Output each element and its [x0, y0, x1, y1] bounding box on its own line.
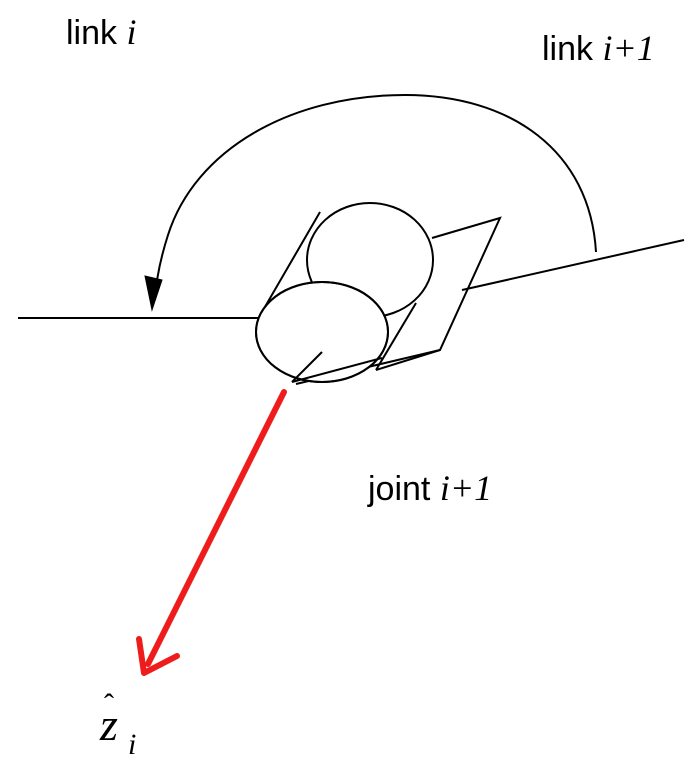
- link-i1-label: link i+1: [542, 30, 655, 66]
- front-face-rim-line: [291, 357, 383, 383]
- z-axis-symbol: z: [100, 699, 118, 750]
- rotation-arrowhead: [144, 275, 163, 312]
- joint-label: joint i+1: [368, 470, 492, 506]
- link-i1-line: [461, 239, 685, 291]
- link-i-var: i: [126, 12, 137, 52]
- front-face-radius: [291, 351, 323, 383]
- rotation-arc: [154, 93, 597, 301]
- link-i-label: link i: [66, 14, 137, 50]
- z-axis-arrowhead: [136, 636, 180, 676]
- cylinder-side-top: [261, 211, 321, 313]
- z-axis-arrow-shaft: [145, 389, 287, 667]
- link-plate: [375, 216, 502, 371]
- cylinder-side-bottom: [375, 302, 417, 371]
- link-i-word: link: [66, 14, 118, 52]
- link-i1-var: i+1: [602, 28, 655, 68]
- link-i1-word: link: [542, 30, 594, 68]
- z-axis-subscript: i: [128, 728, 137, 761]
- joint-word: joint: [368, 470, 431, 508]
- joint-var: i+1: [439, 468, 493, 508]
- z-axis-hat: ˆ: [104, 688, 114, 721]
- cylinder-front-face-outline: [255, 281, 389, 383]
- z-axis-label: ˆ z i: [100, 690, 160, 768]
